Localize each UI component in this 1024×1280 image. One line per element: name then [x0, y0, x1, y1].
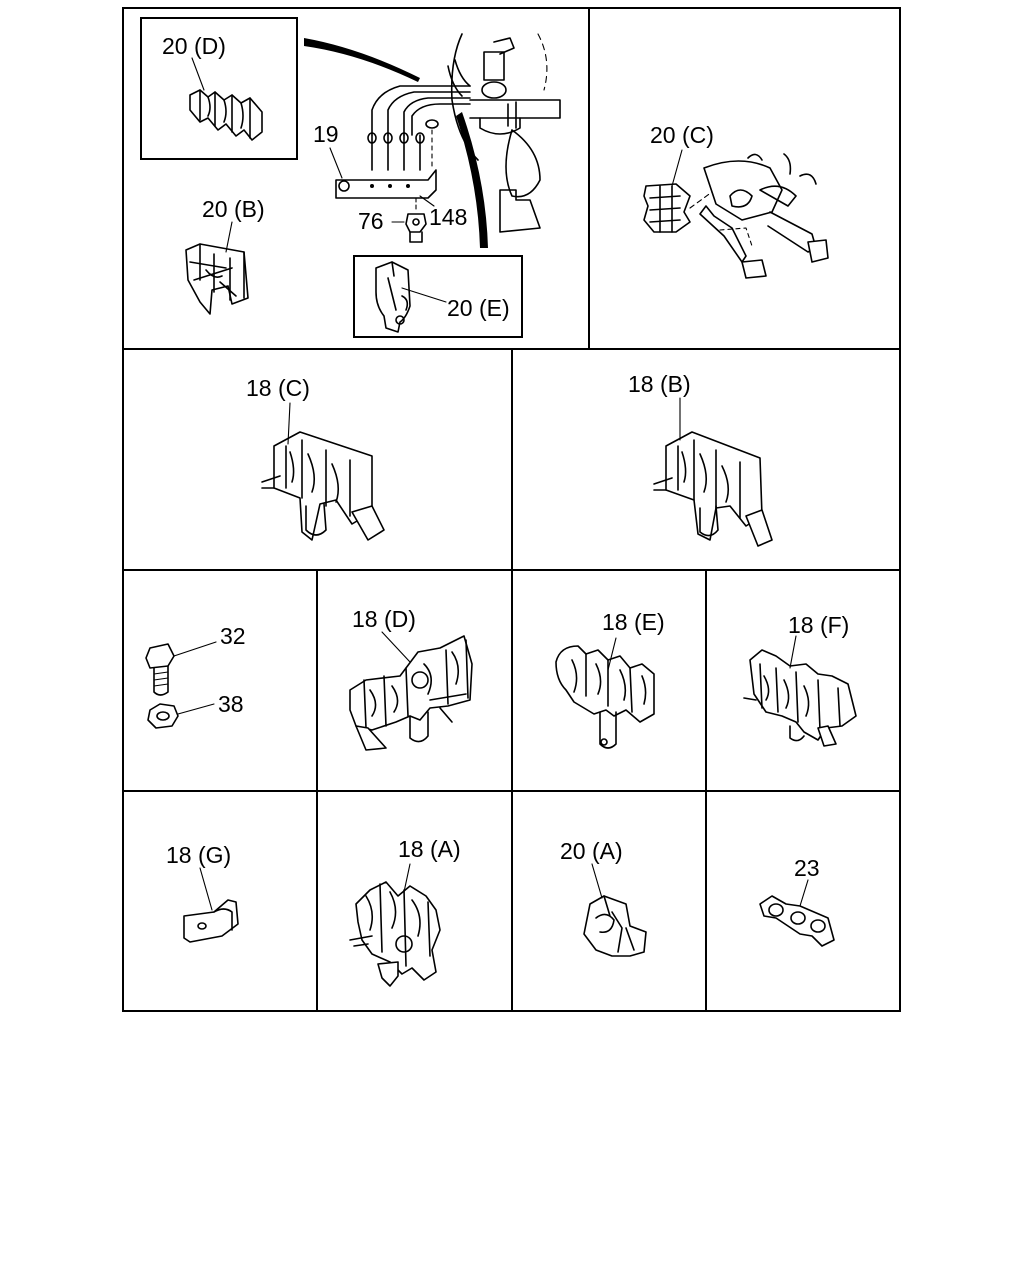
leader-18f [789, 635, 797, 669]
clip-20c-drawing [643, 183, 691, 233]
cell-18a [349, 863, 441, 987]
cell-18f [743, 635, 857, 747]
leader-18e [607, 637, 617, 671]
inset-box-20d [140, 17, 298, 160]
part-labels: 20 (D) 19 20 (B) 76 148 20 (E) 20 (C) 18… [162, 33, 849, 881]
clip-18e-drawing [555, 645, 655, 749]
label-18b: 18 (B) [628, 371, 691, 397]
cell-32-38 [145, 641, 217, 729]
cell-18c [261, 402, 385, 541]
label-18d: 18 (D) [352, 606, 416, 632]
label-23: 23 [794, 855, 820, 881]
clip-18f-drawing [743, 649, 857, 747]
leader-38 [177, 703, 215, 715]
leader-20e [401, 287, 447, 303]
cell-18d [349, 631, 473, 751]
cell-18b [653, 397, 773, 547]
leader-18c [287, 402, 291, 445]
label-148: 148 [429, 204, 467, 230]
master-cylinder-drawing [450, 33, 561, 233]
label-18c: 18 (C) [246, 375, 310, 401]
clip-18d-drawing [349, 635, 473, 751]
cell-main-assembly [140, 17, 561, 338]
cell-18g [183, 867, 239, 943]
clip-18g-drawing [183, 899, 239, 943]
clip-20a-drawing [583, 895, 647, 957]
clip-20b-drawing [185, 243, 249, 315]
clip-18b-drawing [653, 431, 773, 547]
inset-box-20e [353, 255, 523, 338]
clip-18c-drawing [261, 431, 385, 541]
clip-20d-drawing [189, 89, 263, 141]
bolt-76 [405, 197, 427, 243]
clip-18a-drawing [349, 881, 441, 987]
cell-20a [583, 863, 647, 957]
label-19: 19 [313, 121, 339, 147]
label-38: 38 [218, 691, 244, 717]
label-32: 32 [220, 623, 246, 649]
cell-20c [643, 149, 829, 279]
cell-23 [759, 879, 835, 947]
pointer-arrow-d [304, 38, 420, 82]
leader-20a [591, 863, 603, 899]
leader-20b [225, 221, 233, 253]
union-block-19 [335, 119, 439, 199]
grid-frame [122, 7, 901, 1012]
label-20c: 20 (C) [650, 122, 714, 148]
leader-19 [329, 147, 343, 179]
cell-18e [555, 637, 655, 749]
label-18a: 18 (A) [398, 836, 461, 862]
label-76: 76 [358, 208, 384, 234]
leader-20c [671, 149, 683, 187]
leader-18g [199, 867, 213, 911]
pointer-arrow-e [456, 112, 488, 248]
bolt-32-drawing [145, 643, 175, 696]
leader-18d [381, 631, 411, 663]
label-18f: 18 (F) [788, 612, 849, 638]
label-18e: 18 (E) [602, 609, 665, 635]
label-20a: 20 (A) [560, 838, 623, 864]
brake-lines [371, 59, 471, 136]
leader-32 [173, 641, 217, 657]
nut-38-drawing [147, 703, 179, 729]
leader-18a [403, 863, 411, 893]
label-20b: 20 (B) [202, 196, 265, 222]
label-18g: 18 (G) [166, 842, 231, 868]
label-20e: 20 (E) [447, 295, 510, 321]
leader-23 [799, 879, 809, 907]
clip-20e-drawing [375, 261, 411, 333]
leader-20d [191, 57, 205, 91]
brake-pedal-assembly-drawing [699, 153, 829, 279]
clip-23-drawing [759, 895, 835, 947]
leader-148 [419, 195, 435, 207]
label-20d: 20 (D) [162, 33, 226, 59]
